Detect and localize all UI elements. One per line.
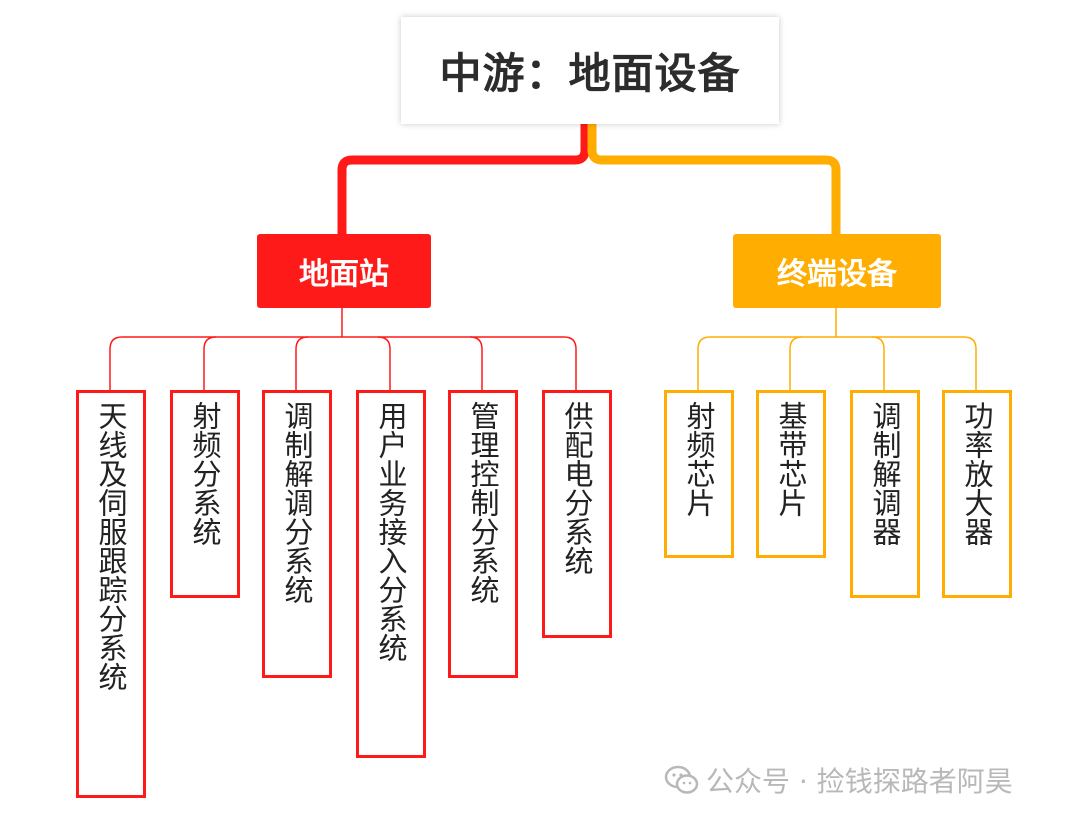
- leaf-power-supply-subsystem: 供配电分系统: [542, 390, 612, 638]
- terminal-equipment-node: 终端设备: [733, 234, 941, 308]
- leaf-label: 供配电分系统: [560, 401, 594, 575]
- watermark: 公众号 · 捡钱探路者阿昊: [664, 760, 1013, 800]
- terminal-leaf-connectors: [697, 308, 977, 390]
- root-to-ground-connector: [337, 124, 590, 234]
- leaf-label: 管理控制分系统: [466, 401, 500, 604]
- leaf-rf-subsystem: 射频分系统: [170, 390, 240, 598]
- leaf-label: 调制解调器: [868, 401, 902, 546]
- leaf-rf-chip: 射频芯片: [664, 390, 734, 558]
- leaf-user-access-subsystem: 用户业务接入分系统: [356, 390, 426, 758]
- leaf-modem-subsystem: 调制解调分系统: [262, 390, 332, 678]
- leaf-management-control-subsystem: 管理控制分系统: [448, 390, 518, 678]
- ground-station-title: 地面站: [299, 257, 389, 292]
- leaf-label: 射频分系统: [188, 401, 222, 546]
- leaf-power-amplifier: 功率放大器: [942, 390, 1012, 598]
- leaf-label: 用户业务接入分系统: [374, 401, 408, 662]
- leaf-baseband-chip: 基带芯片: [756, 390, 826, 558]
- wechat-icon: [664, 765, 699, 794]
- leaf-label: 基带芯片: [774, 401, 808, 517]
- ground-leaf-connectors: [109, 308, 577, 390]
- terminal-equipment-title: 终端设备: [777, 257, 897, 292]
- leaf-label: 射频芯片: [682, 401, 716, 517]
- root-to-terminal-connector: [587, 124, 841, 234]
- leaf-label: 天线及伺服跟踪分系统: [94, 401, 128, 691]
- leaf-label: 调制解调分系统: [280, 401, 314, 604]
- root-node: 中游：地面设备: [401, 17, 779, 124]
- root-title: 中游：地面设备: [439, 49, 741, 98]
- ground-station-node: 地面站: [257, 234, 431, 308]
- watermark-text: 公众号 · 捡钱探路者阿昊: [706, 765, 1013, 798]
- leaf-modem: 调制解调器: [850, 390, 920, 598]
- leaf-label: 功率放大器: [960, 401, 994, 546]
- leaf-antenna-servo-tracking: 天线及伺服跟踪分系统: [76, 390, 146, 798]
